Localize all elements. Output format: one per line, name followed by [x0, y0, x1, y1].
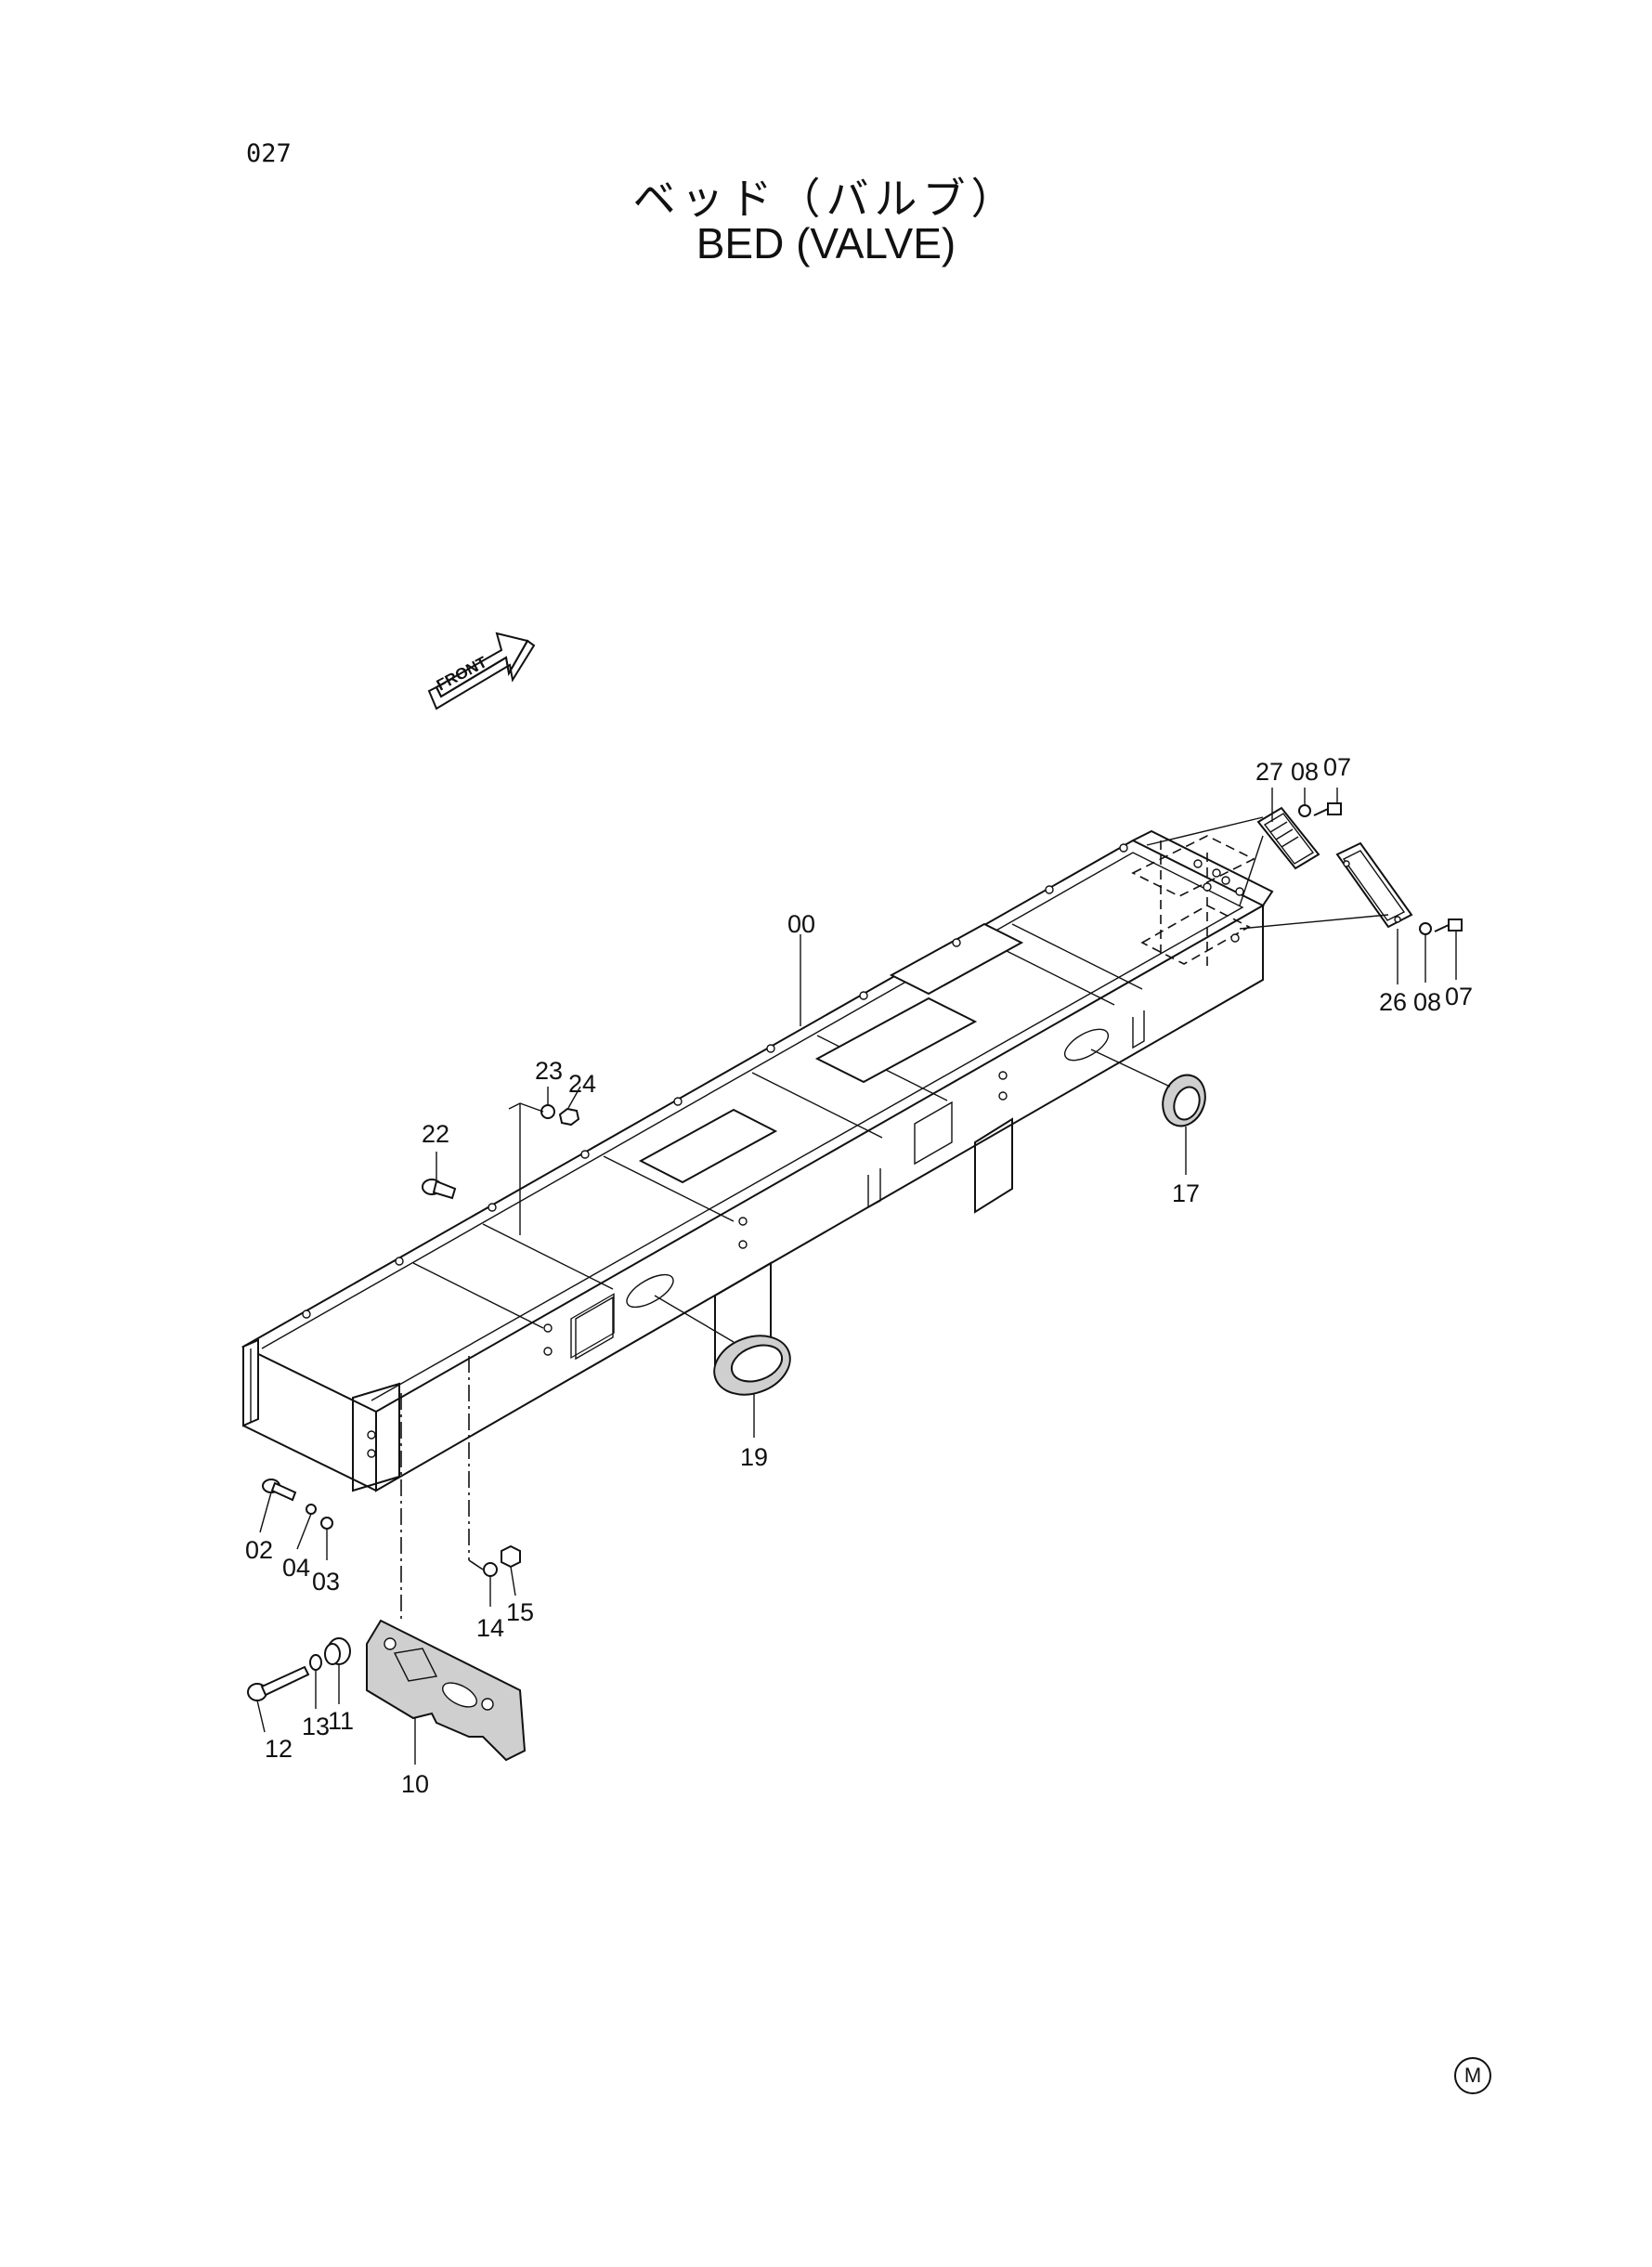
callout-14: 14	[476, 1614, 504, 1642]
part-07-bolt-lower	[1434, 919, 1463, 932]
callout-22: 22	[422, 1120, 449, 1148]
part-02-bolt	[262, 1479, 297, 1502]
front-arrow: FRONT	[427, 632, 536, 710]
callout-27: 27	[1255, 758, 1283, 786]
callout-07-lower: 07	[1445, 983, 1473, 1010]
callout-04: 04	[282, 1554, 310, 1582]
part-04-washer	[306, 1504, 317, 1515]
part-11-collar	[324, 1637, 351, 1665]
callout-11: 11	[328, 1707, 354, 1735]
callout-08-upper: 08	[1291, 758, 1319, 786]
part-15-nut	[501, 1544, 521, 1569]
part-17-grommet	[1162, 1074, 1206, 1127]
part-19-grommet	[713, 1335, 791, 1396]
title-japanese: ベッド（バルブ）	[632, 174, 1020, 224]
callout-15: 15	[506, 1598, 534, 1626]
part-14-washer	[483, 1562, 498, 1577]
part-10-mounting-plate	[366, 1619, 527, 1762]
part-27-cover	[1256, 806, 1320, 870]
part-23-washer	[540, 1104, 555, 1119]
part-26-cover	[1335, 841, 1413, 929]
callout-10: 10	[401, 1770, 429, 1798]
part-22-bolt	[422, 1179, 457, 1200]
corner-mark: M	[1454, 2057, 1491, 2094]
bed-frame	[241, 829, 1274, 1492]
callout-02: 02	[245, 1536, 273, 1564]
part-08-washer-upper	[1298, 804, 1311, 817]
title-english: BED (VALVE)	[696, 219, 956, 267]
callout-03: 03	[312, 1568, 340, 1596]
front-arrow-label: FRONT	[434, 653, 490, 695]
callout-26: 26	[1379, 988, 1407, 1016]
callout-23: 23	[535, 1057, 563, 1085]
part-12-bolt	[247, 1665, 310, 1701]
callout-19: 19	[740, 1443, 768, 1471]
page-number: 027	[246, 139, 292, 168]
part-08-washer-lower	[1419, 922, 1432, 935]
part-13-washer	[309, 1654, 322, 1671]
part-03-washer	[320, 1517, 333, 1530]
part-07-bolt-upper	[1313, 802, 1342, 816]
callout-00: 00	[787, 910, 815, 938]
callout-24: 24	[568, 1070, 596, 1098]
part-24-nut	[558, 1107, 580, 1127]
callout-07-upper: 07	[1323, 753, 1351, 781]
leader-lines	[256, 788, 1457, 1765]
callout-13: 13	[302, 1713, 330, 1740]
callout-17: 17	[1172, 1179, 1200, 1207]
callout-08-lower: 08	[1413, 988, 1441, 1016]
callout-12: 12	[265, 1735, 293, 1763]
